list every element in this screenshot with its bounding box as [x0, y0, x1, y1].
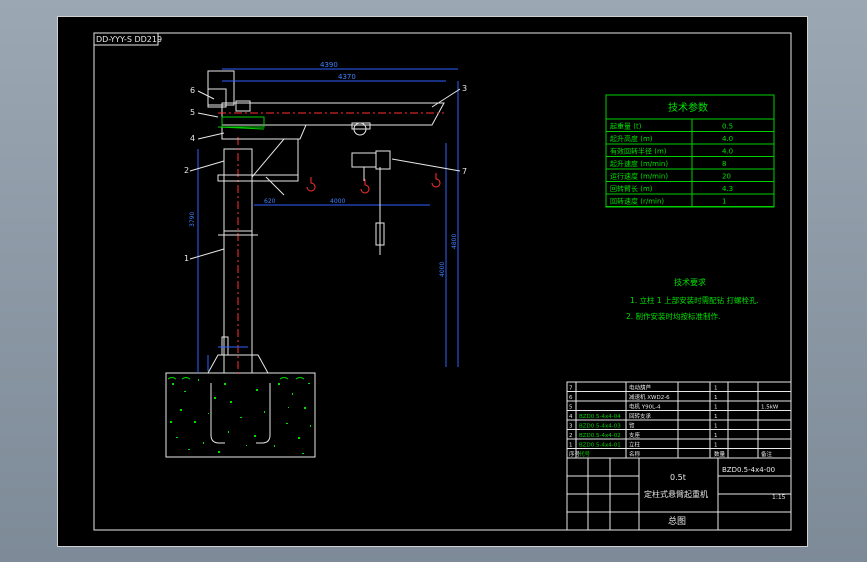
params-row-value: 20 — [722, 173, 731, 181]
params-row-value: 1 — [722, 198, 726, 206]
bom-cell-qty: 1 — [714, 405, 718, 411]
bom-cell-name: 立柱 — [629, 441, 641, 449]
drawing-sheet: DD-YYY-S DD219 — [57, 16, 808, 547]
bom-cell-code: BZD0.5-4x4-02 — [579, 433, 621, 439]
params-row-value: 4.0 — [722, 135, 733, 143]
bom-cell-name: 名称 — [629, 450, 641, 458]
dim-h-right: 4000 — [439, 262, 446, 277]
inner-frame — [93, 32, 792, 531]
params-row-label: 起升速度 (m/min) — [610, 159, 668, 168]
dim-d2: 4000 — [330, 198, 345, 205]
bom-cell-no: 1 — [569, 443, 573, 449]
params-row-label: 回转速度 (r/min) — [610, 197, 664, 206]
part-label-2: 2 — [184, 166, 189, 175]
boom-dims — [222, 68, 458, 82]
bom-cell-qty: 1 — [714, 424, 718, 430]
bom-cell-qty: 1 — [714, 443, 718, 449]
bom-cell-no: 序号 — [569, 450, 581, 458]
dim-overall: 4390 — [320, 61, 338, 69]
dim-d1: 620 — [264, 198, 276, 205]
params-row-value: 4.3 — [722, 185, 733, 193]
params-row-label: 起重量 (t) — [610, 123, 642, 131]
title-drawing-no: BZD0.5-4x4-00 — [722, 466, 775, 474]
bom-cell-code: 代号 — [579, 450, 591, 458]
bom-cell-name: 臂 — [629, 422, 635, 430]
bom-cell-qty: 1 — [714, 395, 718, 401]
bom-cell-code: BZD0.5-4x4-01 — [579, 443, 621, 449]
drawing-canvas: DD-YYY-S DD219 — [93, 32, 792, 531]
drawing-id-box — [93, 32, 159, 46]
dim-h-left: 3790 — [189, 212, 196, 227]
bom-cell-note: 1.5kW — [761, 405, 779, 411]
bom-cell-no: 4 — [569, 414, 573, 420]
dim-h-far: 4800 — [451, 234, 458, 249]
params-row-label: 有效回转半径 (m) — [610, 147, 667, 156]
params-row-label: 运行速度 (m/min) — [610, 172, 668, 181]
column-dims — [197, 81, 459, 373]
boom — [207, 70, 445, 140]
title-sheet: 总图 — [668, 515, 686, 527]
bom-cell-qty: 1 — [714, 386, 718, 392]
part-label-5: 5 — [190, 108, 195, 117]
params-row-label: 回转臂长 (m) — [610, 184, 653, 193]
title-block — [566, 457, 792, 531]
title-weight: 0.5t — [670, 473, 686, 482]
bom-cell-name: 支座 — [629, 431, 641, 439]
bom-cell-no: 6 — [569, 395, 573, 401]
bom-cell-code: BZD0.5-4x4-04 — [579, 414, 621, 420]
bom-cell-no: 3 — [569, 424, 573, 430]
bom-cell-note: 备注 — [761, 450, 773, 458]
bom-cell-name: 回转支承 — [629, 412, 652, 420]
title-scale: 1:15 — [772, 494, 786, 501]
part-label-3: 3 — [462, 84, 467, 93]
bom-cell-no: 7 — [569, 386, 573, 392]
bom-cell-qty: 1 — [714, 414, 718, 420]
leaders — [189, 88, 461, 260]
requirement-1: 1. 立柱 1 上部安装时需配钻 打螺栓孔. — [630, 295, 759, 305]
requirement-2: 2. 制作安装时均按标准制作. — [626, 311, 720, 321]
bom-cell-name: 电机 Y90L-4 — [629, 403, 661, 411]
bom-cell-name: 电动葫芦 — [629, 384, 652, 392]
params-row-value: 0.5 — [722, 123, 733, 131]
part-label-1: 1 — [184, 254, 189, 263]
column — [198, 137, 299, 377]
requirements-title: 技术要求 — [674, 277, 706, 287]
bom-cell-name: 减速机 XWD2-6 — [629, 393, 670, 401]
bom-cell-qty: 数量 — [714, 450, 726, 458]
bom-cell-qty: 1 — [714, 433, 718, 439]
bom-cell-no: 5 — [569, 405, 573, 411]
hooks — [306, 173, 441, 194]
foundation — [165, 372, 316, 458]
part-label-4: 4 — [190, 134, 195, 143]
params-title: 技术参数 — [668, 101, 708, 114]
params-row-value: 8 — [722, 160, 726, 168]
params-rows: 起重量 (t) 0.5 起升高度 (m) 4.0 有效回转半径 (m) 4.0 起升速度 (… — [606, 123, 774, 207]
title-product: 定柱式悬臂起重机 — [644, 489, 708, 499]
bom-cell-no: 2 — [569, 433, 573, 439]
params-row-label: 起升高度 (m) — [610, 134, 653, 143]
params-row-value: 4.0 — [722, 148, 733, 156]
drawing-id: DD-YYY-S DD219 — [96, 35, 162, 44]
part-label-6: 6 — [190, 86, 195, 95]
dim-boom-span: 4370 — [338, 73, 356, 81]
hoist — [351, 150, 391, 255]
part-label-7: 7 — [462, 167, 467, 176]
bom-cell-code: BZD0.5-4x4-03 — [579, 424, 621, 430]
